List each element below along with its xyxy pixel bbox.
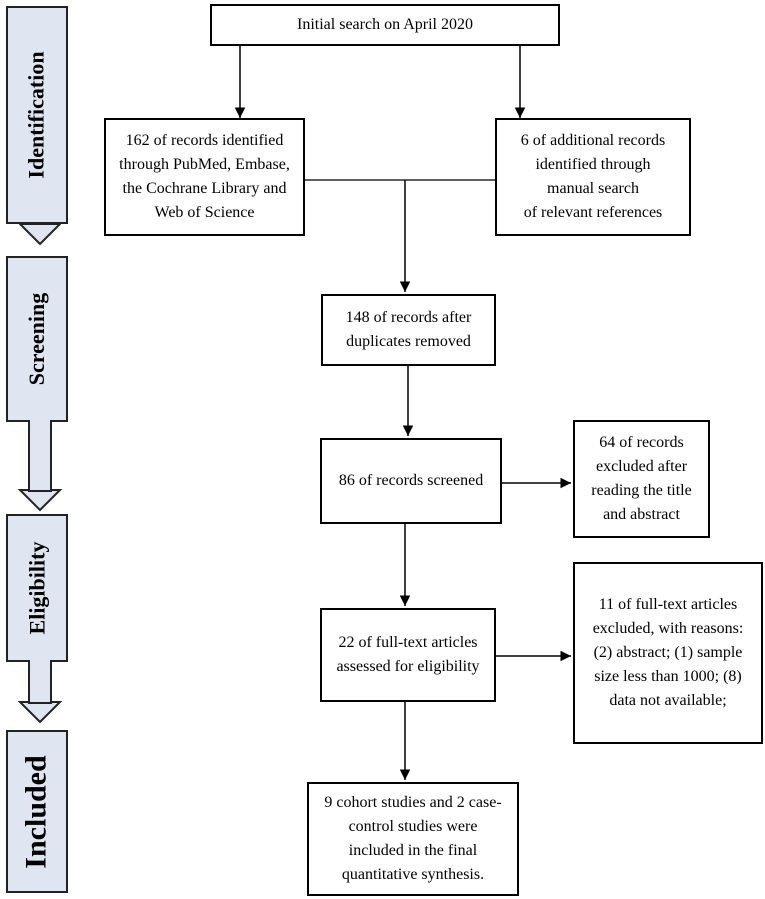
eligibility-stage-shaft (28, 660, 52, 704)
eligibility-stage-label: Eligibility (24, 541, 50, 635)
included-studies-text: 9 cohort studies and 2 case- control stu… (324, 794, 502, 883)
excluded-title-abstract-box: 64 of records excluded after reading the… (573, 420, 710, 538)
after-duplicates-text: 148 of records after duplicates removed (345, 309, 472, 350)
records-screened-box: 86 of records screened (320, 438, 502, 524)
included-stage-label: Included (20, 754, 54, 869)
excluded-title-abstract-text: 64 of records excluded after reading the… (591, 434, 692, 523)
eligibility-stage-arrowhead (17, 701, 63, 724)
full-text-assessed-text: 22 of full-text articles assessed for el… (336, 634, 480, 675)
database-records-text: 162 of records identified through PubMed… (119, 132, 290, 221)
screening-stage: Screening (6, 256, 68, 422)
screening-stage-shaft (28, 420, 52, 492)
eligibility-stage: Eligibility (6, 514, 68, 662)
identification-stage-arrowhead (17, 223, 63, 246)
after-duplicates-box: 148 of records after duplicates removed (321, 294, 496, 366)
initial-search-box: Initial search on April 2020 (210, 4, 560, 46)
screening-stage-arrowhead (17, 489, 63, 512)
additional-records-box: 6 of additional records identified throu… (495, 118, 691, 236)
records-screened-text: 86 of records screened (338, 472, 484, 489)
additional-records-text: 6 of additional records identified throu… (520, 132, 666, 221)
full-text-assessed-box: 22 of full-text articles assessed for el… (320, 608, 496, 702)
included-stage: Included (6, 730, 68, 893)
database-records-box: 162 of records identified through PubMed… (104, 118, 305, 236)
screening-stage-label: Screening (24, 292, 50, 386)
full-text-excluded-box: 11 of full-text articles excluded, with … (573, 562, 763, 744)
identification-stage-label: Identification (24, 51, 49, 179)
included-studies-box: 9 cohort studies and 2 case- control stu… (307, 782, 519, 896)
identification-stage: Identification (6, 6, 68, 224)
full-text-excluded-text: 11 of full-text articles excluded, with … (592, 596, 744, 709)
initial-search-text: Initial search on April 2020 (297, 16, 473, 33)
